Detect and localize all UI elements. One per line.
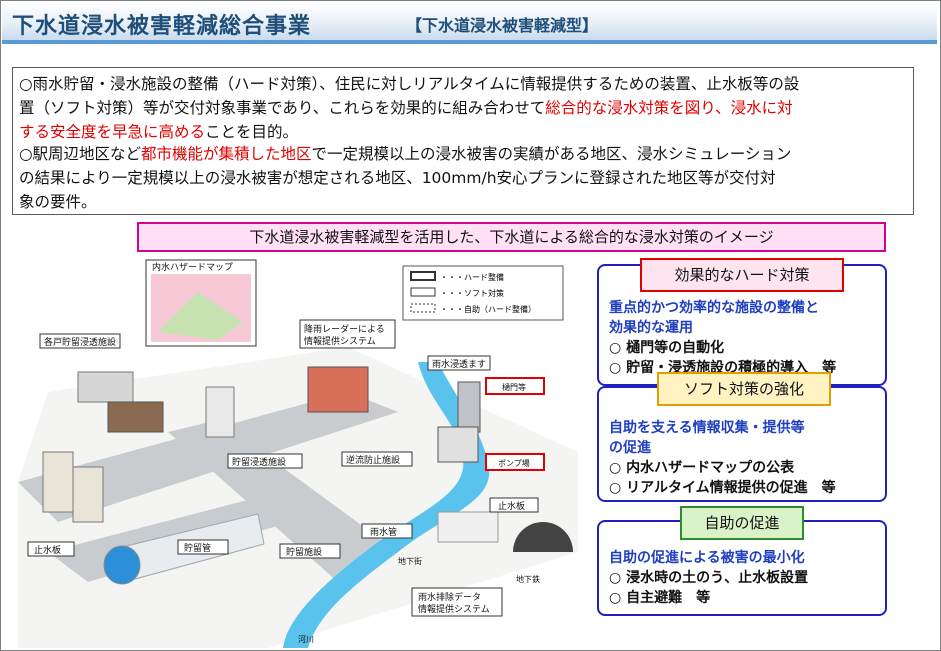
- label-box: [227, 453, 303, 469]
- summary-paragraph-1: ○雨水貯留・浸水施設の整備（ハード対策）、住民に対しリアルタイムに情報提供するた…: [19, 72, 909, 144]
- summary-text: ○雨水貯留・浸水施設の整備（ハード対策）、住民に対しリアルタイムに情報提供するた…: [19, 75, 800, 93]
- panel-heading: 重点的かつ効率的な施設の整備と: [609, 300, 819, 316]
- label-storage-infil: 貯留浸透施設: [232, 456, 286, 468]
- summary-highlight: 総合的な浸水対策を図り、浸水に対: [545, 99, 793, 117]
- summary-text: 象の要件。: [19, 193, 97, 211]
- label-stop-board-left: 止水板: [34, 544, 61, 556]
- label-pump: ポンプ場: [498, 458, 530, 468]
- building: [307, 366, 369, 413]
- label-box: [411, 587, 503, 617]
- radar-building: [205, 386, 235, 438]
- panel-item: ○ リアルタイム情報提供の促進 等: [609, 480, 836, 496]
- label-box: [427, 355, 491, 371]
- panel-tag-soft: ソフト対策の強化: [657, 372, 831, 406]
- panel-tag-hard: 効果的なハード対策: [640, 258, 844, 292]
- panel-item: ○ 自主避難 等: [609, 590, 711, 606]
- pump-station: [437, 426, 479, 463]
- legend-hard-swatch: [410, 271, 436, 281]
- summary-text: の結果により一定規模以上の浸水被害が想定される地区、100mm/h安心プランに登…: [19, 169, 776, 187]
- label-radar: 降雨レーダーによる: [304, 323, 385, 335]
- hazard-map-title: 内水ハザードマップ: [152, 261, 233, 273]
- panel-item: ○ 内水ハザードマップの公表: [609, 460, 795, 476]
- label-rain-pipe: 雨水管: [370, 526, 397, 538]
- label-storage-pipe: 貯留管: [184, 542, 211, 554]
- river: [283, 362, 490, 648]
- panel-item: ○ 樋門等の自動化: [609, 340, 725, 356]
- pipe-end: [103, 545, 141, 585]
- label-inlet: 雨水浸透ます: [432, 358, 486, 370]
- label-drain-data: 雨水排除データ: [418, 591, 481, 603]
- flood-measures-illustration: 内水ハザードマップ ・・・ハード整備 ・・・ソフト対策 ・・・自助（ハード整備）…: [18, 259, 578, 648]
- summary-highlight: 都市機能が集積した地区: [141, 145, 312, 163]
- title-bar: 下水道浸水被害軽減総合事業 【下水道浸水被害軽減型】: [2, 2, 937, 40]
- panel-item: ○ 浸水時の土のう、止水板設置: [609, 570, 809, 586]
- title-underline: [2, 40, 937, 44]
- summary-box: ○雨水貯留・浸水施設の整備（ハード対策）、住民に対しリアルタイムに情報提供するた…: [12, 67, 914, 215]
- label-underground-mall: 地下街: [398, 556, 422, 566]
- label-box: [299, 319, 396, 349]
- label-subway: 地下鉄: [516, 574, 540, 584]
- label-radar-2: 情報提供システム: [304, 335, 376, 347]
- underground-mall: [437, 511, 499, 543]
- label-storage-facility: 貯留施設: [286, 546, 322, 558]
- hazard-map-area: [158, 292, 243, 340]
- label-drain-data-2: 情報提供システム: [418, 603, 490, 615]
- image-caption: 下水道浸水被害軽減型を活用した、下水道による総合的な浸水対策のイメージ: [137, 222, 886, 252]
- panel-heading: 効果的な運用: [609, 320, 693, 336]
- label-box: [177, 539, 229, 555]
- gate-structure: [457, 381, 481, 433]
- label-storage-house: 各戸貯留浸透施設: [44, 336, 116, 348]
- panel-heading: の促進: [609, 440, 651, 456]
- legend-soft: ・・・ソフト対策: [440, 288, 504, 298]
- summary-text: ことを目的。: [205, 123, 299, 141]
- legend-soft-swatch: [410, 287, 436, 297]
- label-box: [361, 523, 413, 539]
- panel-tag-self: 自助の促進: [680, 506, 804, 540]
- page-title: 下水道浸水被害軽減総合事業: [12, 14, 312, 39]
- label-box: [341, 451, 413, 467]
- page-subtitle: 【下水道浸水被害軽減型】: [406, 16, 599, 35]
- label-box: [485, 453, 545, 471]
- legend-hard: ・・・ハード整備: [440, 272, 504, 282]
- label-gate: 樋門等: [502, 382, 526, 392]
- summary-text: ○駅周辺地区など: [19, 145, 142, 163]
- legend-self: ・・・自助（ハード整備）: [440, 304, 536, 314]
- label-box: [279, 543, 341, 559]
- summary-text: 置（ソフト対策）等が交付対象事業であり、これらを効果的に組み合わせて: [19, 99, 546, 117]
- subway-tunnel: [513, 522, 573, 552]
- label-box: [485, 377, 545, 395]
- label-stop-board-right: 止水板: [498, 500, 525, 512]
- summary-paragraph-2: ○駅周辺地区など都市機能が集積した地区で一定規模以上の浸水被害の実績がある地区、…: [19, 142, 909, 214]
- label-river: 河川: [298, 634, 314, 644]
- label-box: [489, 497, 539, 513]
- panel-self-help: 自助の促進による被害の最小化 ○ 浸水時の土のう、止水板設置 ○ 自主避難 等: [597, 520, 887, 616]
- summary-highlight: する安全度を早急に高める: [19, 123, 206, 141]
- legend-self-swatch: [410, 303, 436, 313]
- houses: [107, 401, 164, 433]
- label-box: [39, 333, 121, 349]
- label-box: [27, 541, 75, 557]
- building: [42, 451, 74, 513]
- panel-heading: 自助を支える情報収集・提供等: [609, 420, 805, 436]
- summary-text: で一定規模以上の浸水被害の実績がある地区、浸水シミュレーション: [311, 145, 792, 163]
- label-backflow: 逆流防止施設: [346, 454, 400, 466]
- panel-heading: 自助の促進による被害の最小化: [609, 550, 805, 566]
- building: [72, 466, 104, 523]
- house-storage-sample: [77, 371, 134, 403]
